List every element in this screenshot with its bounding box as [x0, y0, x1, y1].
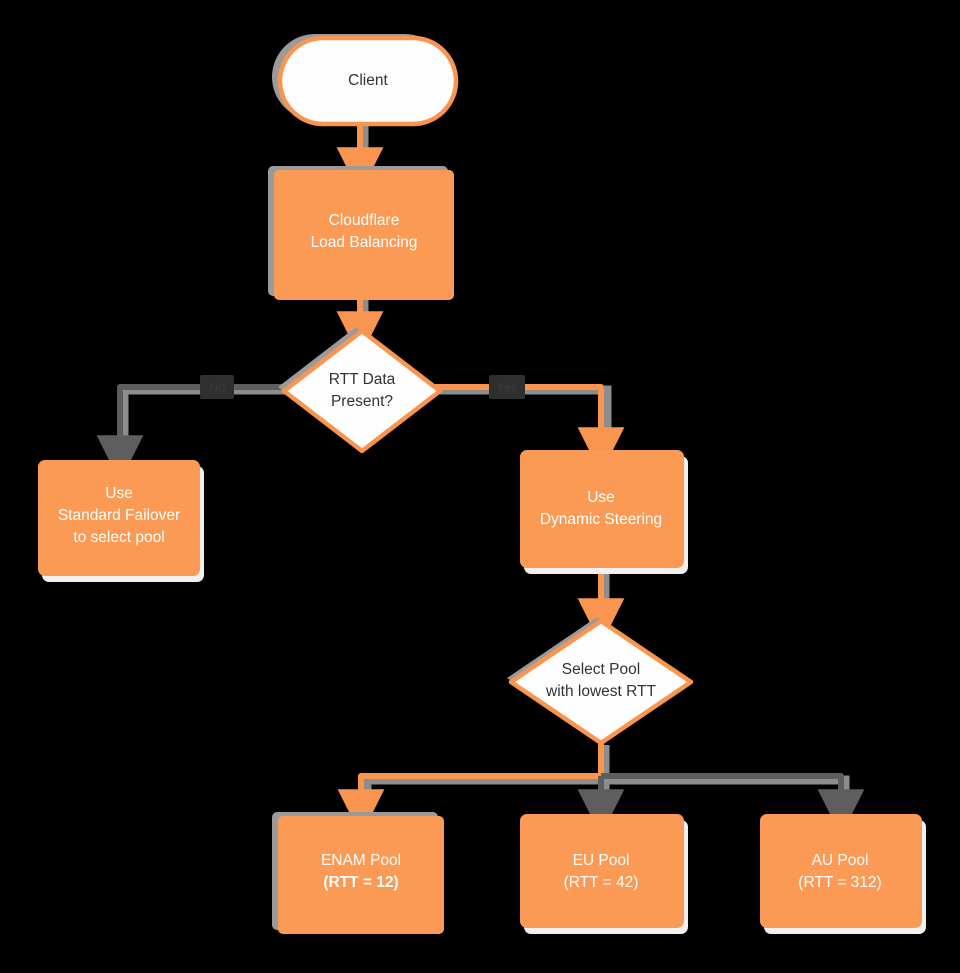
node-client-shape [277, 35, 459, 127]
edge-layer [96, 120, 865, 837]
node-au-pool-label-line2: (RTT = 312) [798, 874, 881, 891]
node-select-pool-label-line2: with lowest RTT [545, 683, 656, 700]
node-cloudflare-load-balancing[interactable]: Cloudflare Load Balancing [268, 166, 454, 300]
node-select-pool-label-line1: Select Pool [562, 661, 640, 678]
node-enam-pool-label-line2: (RTT = 12) [323, 874, 398, 891]
node-enam-pool-label-line1: ENAM Pool [321, 852, 401, 869]
node-rtt-decision-shape [281, 328, 443, 454]
node-rtt-decision-label-line2: Present? [331, 393, 393, 410]
node-standard-failover-shape [38, 460, 200, 576]
node-au-pool-shape [760, 814, 922, 928]
edge-shadow-rtt-failover [119, 385, 287, 466]
node-enam-pool-shape [278, 816, 444, 934]
edge-select-pool-to-enam [337, 742, 604, 837]
node-enam-pool[interactable]: ENAM Pool (RTT = 12) [272, 812, 444, 934]
node-eu-pool-label-line2: (RTT = 42) [564, 874, 639, 891]
node-client-label: Client [348, 72, 388, 89]
edge-label-no-text: No [209, 379, 226, 394]
node-client[interactable]: Client [272, 34, 459, 127]
edge-shadow-rtt-dynamic [437, 385, 612, 458]
edge-shadow-select-enam [362, 745, 610, 818]
edge-label-yes-text: Yes [496, 379, 518, 394]
node-dynamic-steering[interactable]: Use Dynamic Steering [520, 450, 688, 574]
node-rtt-decision-label-line1: RTT Data [329, 371, 396, 388]
node-dynamic-steering-label-line1: Use [587, 489, 615, 506]
node-standard-failover-label-line2: Standard Failover [58, 507, 180, 524]
node-cloudflare-label-line1: Cloudflare [329, 212, 400, 229]
edge-select-pool-to-au [601, 773, 865, 837]
edge-label-no: No [200, 375, 234, 399]
node-au-pool[interactable]: AU Pool (RTT = 312) [760, 814, 926, 934]
node-standard-failover[interactable]: Use Standard Failover to select pool [38, 460, 204, 582]
node-standard-failover-label-line3: to select pool [73, 529, 164, 546]
node-eu-pool-label-line1: EU Pool [573, 852, 630, 869]
node-rtt-data-present-decision[interactable]: RTT Data Present? [278, 327, 443, 454]
node-cloudflare-shape [274, 170, 454, 300]
edge-shadow-layer [119, 123, 850, 818]
node-eu-pool-shape [520, 814, 684, 928]
node-dynamic-steering-shape [520, 450, 684, 568]
node-standard-failover-label-line1: Use [105, 485, 133, 502]
edge-label-yes: Yes [489, 375, 525, 399]
node-eu-pool[interactable]: EU Pool (RTT = 42) [520, 814, 688, 934]
node-select-pool-decision[interactable]: Select Pool with lowest RTT [507, 617, 694, 746]
node-au-pool-label-line1: AU Pool [812, 852, 869, 869]
node-dynamic-steering-label-line2: Dynamic Steering [540, 511, 662, 528]
node-select-pool-shape [508, 618, 694, 746]
node-cloudflare-label-line2: Load Balancing [311, 234, 418, 251]
edge-label-layer: No Yes [200, 375, 525, 399]
edge-shadow-select-au [605, 775, 850, 818]
